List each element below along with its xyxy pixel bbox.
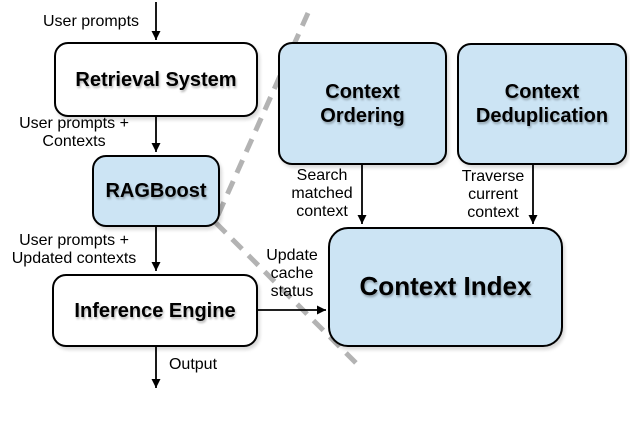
edge-label-traverse-current-context: Traverse current context xyxy=(461,168,525,221)
edge-label-update-cache-status: Update cache status xyxy=(266,247,318,300)
edge-label-user-prompts-updated-contexts: User prompts + Updated contexts xyxy=(11,232,137,267)
ragboost-boundary-dashed-line xyxy=(212,11,364,371)
node-context-ordering: Context Ordering xyxy=(278,42,447,165)
node-context-deduplication: Context Deduplication xyxy=(457,43,627,165)
edge-label-output: Output xyxy=(168,356,218,373)
node-retrieval-system: Retrieval System xyxy=(54,42,258,117)
edge-label-search-matched-context: Search matched context xyxy=(291,167,353,220)
edge-label-user-prompts-contexts: User prompts + Contexts xyxy=(19,115,129,150)
edge-label-user-prompts: User prompts xyxy=(42,13,140,30)
node-context-index: Context Index xyxy=(328,227,563,347)
node-ragboost: RAGBoost xyxy=(92,155,220,227)
node-inference-engine: Inference Engine xyxy=(52,274,258,347)
